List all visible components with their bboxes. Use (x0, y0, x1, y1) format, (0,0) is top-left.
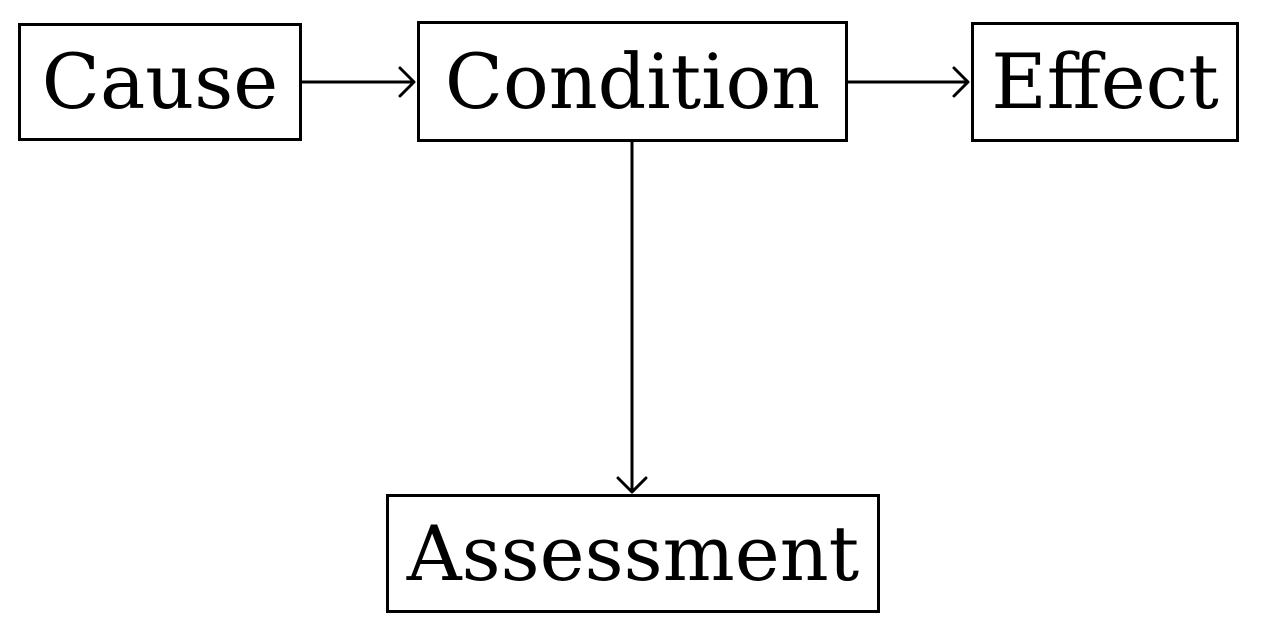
condition-label: Condition (444, 36, 821, 126)
condition-node: Condition (417, 21, 848, 142)
effect-label: Effect (991, 37, 1219, 126)
assessment-label: Assessment (406, 508, 860, 598)
cause-node: Cause (18, 23, 302, 141)
edge-condition-to-effect (846, 66, 970, 98)
assessment-node: Assessment (386, 494, 880, 613)
effect-node: Effect (971, 22, 1239, 142)
edge-cause-to-condition (300, 66, 416, 98)
edge-condition-to-assessment (616, 140, 648, 494)
cause-label: Cause (41, 37, 279, 126)
